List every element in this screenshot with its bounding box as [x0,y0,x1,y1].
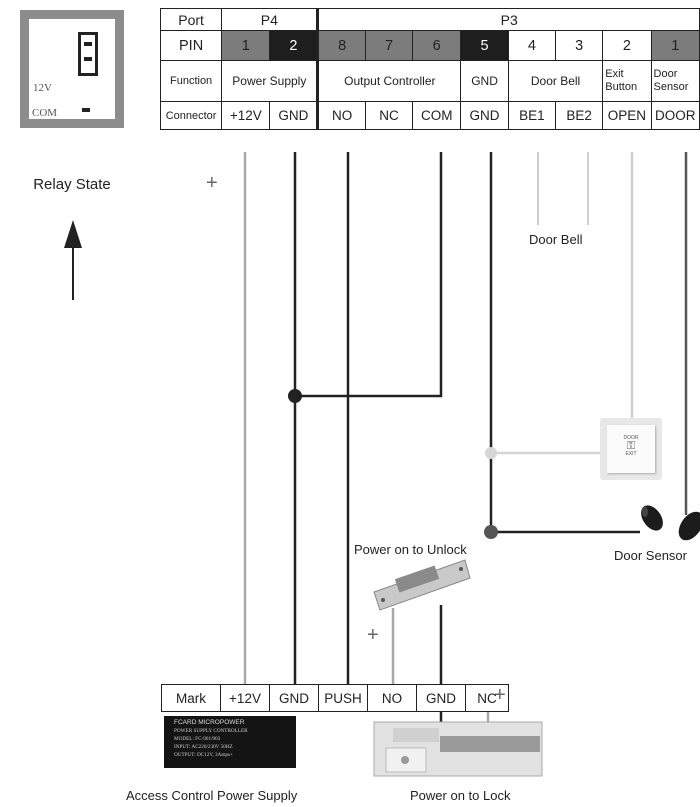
exit-button-icon: DOOR ⚿ EXIT [600,418,662,480]
access-power-caption: Access Control Power Supply [126,788,298,803]
function-power-supply: Power Supply [221,60,319,102]
pin-header: PIN [159,30,223,61]
relay-pin-bottom [84,57,92,61]
exit-button-line1: Exit [605,68,624,80]
mark-table: Mark +12V GND PUSH NO GND NC [161,684,509,712]
door-bell-label: Door Bell [529,232,583,247]
bolt-lock-icon [373,721,543,777]
exit-button-top-text: DOOR [623,435,639,441]
mark-cell: +12V [220,684,270,712]
pin-table: Port P4 P3 PIN 1 2 8 7 6 5 4 3 2 1 Funct… [159,8,700,130]
junction-dot [288,389,302,403]
connector-cell: BE2 [555,101,604,130]
port-p3: P3 [316,8,700,31]
function-door-sensor: Door Sensor [650,60,700,102]
pin-cell: 2 [602,30,652,61]
connector-header: Connector [159,101,223,130]
relay-state-label: Relay State [33,176,111,193]
arrow-up-icon [64,220,82,300]
pin-cell: 5 [460,30,509,61]
function-output-controller: Output Controller [316,60,462,102]
wire-com [295,152,443,398]
relay-state-inner: 12V COM [29,19,115,119]
relay-com-label: COM [32,107,58,119]
port-p4: P4 [221,8,319,31]
junction-dot [484,525,498,539]
mark-cell: NC [465,684,509,712]
mark-cell: PUSH [318,684,368,712]
plus-marker: + [206,172,218,194]
connector-cell: GND [460,101,509,130]
relay-pin-com [82,108,90,112]
relay-pin-top [84,42,92,46]
psu-line: MODEL: FC-901/903 [174,736,221,742]
mark-cell: GND [269,684,319,712]
power-supply-plate: FCARD MICROPOWER POWER SUPPLY CONTROLLER… [164,716,296,768]
connector-cell: DOOR [650,101,700,130]
relay-12v-label: 12V [33,82,52,94]
function-gnd: GND [460,60,509,102]
door-sensor-line2: Sensor [653,81,689,93]
connector-cell: BE1 [507,101,557,130]
pin-cell: 6 [412,30,462,61]
power-on-unlock-label: Power on to Unlock [354,542,467,557]
port-header: Port [159,8,223,31]
function-door-bell: Door Bell [507,60,604,102]
psu-line: OUTPUT: DC12V, 3Amps+ [174,752,233,758]
pin-cell: 4 [507,30,557,61]
relay-plug-icon [78,32,98,76]
connector-cell: +12V [221,101,271,130]
connector-cell: NO [316,101,366,130]
exit-button-line2: Button [605,81,638,93]
connector-cell: COM [412,101,462,130]
plus-marker: + [367,624,379,646]
door-sensor-label: Door Sensor [614,548,687,563]
connector-cell: OPEN [602,101,652,130]
exit-button-face: DOOR ⚿ EXIT [607,425,655,473]
power-on-lock-caption: Power on to Lock [410,788,511,803]
connector-cell: GND [269,101,319,130]
connector-cell: NC [364,101,414,130]
key-icon: ⚿ [626,440,636,452]
psu-line: INPUT: AC220/230V 50HZ [174,744,233,750]
psu-line: POWER SUPPLY CONTROLLER [174,728,248,734]
relay-state-panel: 12V COM [20,10,124,128]
pin-cell: 1 [650,30,700,61]
pin-cell: 8 [316,30,366,61]
mark-header: Mark [161,684,221,712]
pin-cell: 1 [221,30,271,61]
pin-cell: 7 [364,30,414,61]
pin-cell: 3 [555,30,604,61]
psu-line: FCARD MICROPOWER [174,719,245,726]
electric-strike-icon [373,559,471,611]
door-sensor-line1: Door [653,68,678,80]
function-header: Function [159,60,223,102]
function-exit-button: Exit Button [602,60,652,102]
junction-dot [485,447,497,459]
mark-cell: NO [367,684,417,712]
mark-cell: GND [416,684,466,712]
pin-cell: 2 [269,30,319,61]
door-sensor-icon [641,505,700,541]
exit-button-bottom-text: EXIT [625,451,637,457]
